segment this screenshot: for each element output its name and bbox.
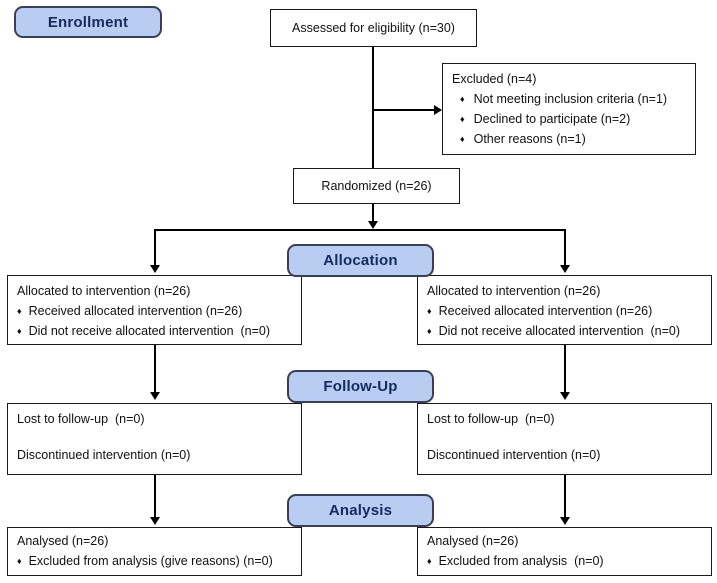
- bullet-text: Did not receive allocated intervention (…: [28, 324, 271, 338]
- bullet-text: Not meeting inclusion criteria (n=1): [473, 92, 668, 106]
- box-text: Discontinued intervention (n=0): [427, 448, 601, 462]
- bullet-text: Other reasons (n=1): [473, 132, 586, 146]
- branch-horizontal: [154, 229, 566, 231]
- connector-alloc-left-to-followup: [154, 345, 156, 393]
- diamond-bullet-icon: ♦: [17, 306, 22, 316]
- diamond-bullet-icon: ♦: [460, 114, 465, 124]
- branch-left-down: [154, 229, 156, 266]
- bullet-text: Did not receive allocated intervention (…: [438, 324, 681, 338]
- box-title: Allocated to intervention (n=26): [17, 284, 191, 298]
- stage-banner-followup: Follow-Up: [287, 370, 434, 403]
- connector-assessed-to-randomized: [372, 47, 374, 168]
- bullet-text: Declined to participate (n=2): [473, 112, 631, 126]
- stage-banner-enrollment: Enrollment: [14, 6, 162, 38]
- bullet-item: ♦ Received allocated intervention (n=26): [427, 301, 702, 321]
- bullet-item: ♦ Excluded from analysis (n=0): [427, 551, 702, 571]
- connector-randomized-down: [372, 203, 374, 222]
- bullet-item: ♦ Not meeting inclusion criteria (n=1): [452, 89, 686, 109]
- box-analysis-right: Analysed (n=26) ♦ Excluded from analysis…: [417, 527, 712, 576]
- diamond-bullet-icon: ♦: [427, 556, 432, 566]
- diamond-bullet-icon: ♦: [427, 326, 432, 336]
- box-title: Excluded (n=4): [452, 72, 537, 86]
- diamond-bullet-icon: ♦: [460, 94, 465, 104]
- box-allocation-left: Allocated to intervention (n=26) ♦ Recei…: [7, 275, 302, 345]
- stage-label: Analysis: [328, 502, 393, 519]
- arrowhead-alloc-left: [150, 265, 160, 273]
- arrowhead-excluded: [434, 105, 442, 115]
- arrowhead-analysis-left: [150, 517, 160, 525]
- bullet-item: ♦ Received allocated intervention (n=26): [17, 301, 292, 321]
- bullet-item: ♦ Did not receive allocated intervention…: [17, 321, 292, 341]
- box-text: Assessed for eligibility (n=30): [292, 21, 455, 35]
- box-text: Discontinued intervention (n=0): [17, 448, 191, 462]
- box-text: Lost to follow-up (n=0): [427, 412, 555, 426]
- bullet-item: ♦ Did not receive allocated intervention…: [427, 321, 702, 341]
- arrowhead-alloc-right: [560, 265, 570, 273]
- connector-followup-right-to-analysis: [564, 475, 566, 518]
- diamond-bullet-icon: ♦: [460, 134, 465, 144]
- diamond-bullet-icon: ♦: [17, 556, 22, 566]
- connector-to-excluded: [373, 109, 434, 111]
- stage-banner-allocation: Allocation: [287, 244, 434, 277]
- arrowhead-followup-left: [150, 392, 160, 400]
- bullet-item: ♦ Declined to participate (n=2): [452, 109, 686, 129]
- connector-alloc-right-to-followup: [564, 345, 566, 393]
- box-text: Lost to follow-up (n=0): [17, 412, 145, 426]
- stage-label: Allocation: [323, 252, 398, 269]
- branch-right-down: [564, 229, 566, 266]
- box-allocation-right: Allocated to intervention (n=26) ♦ Recei…: [417, 275, 712, 345]
- stage-label: Follow-Up: [323, 378, 398, 395]
- bullet-text: Received allocated intervention (n=26): [438, 304, 653, 318]
- arrowhead-randomized: [368, 221, 378, 229]
- connector-followup-left-to-analysis: [154, 475, 156, 518]
- box-title: Analysed (n=26): [427, 534, 519, 548]
- box-assessed: Assessed for eligibility (n=30): [270, 9, 477, 47]
- box-followup-left: Lost to follow-up (n=0) Discontinued int…: [7, 403, 302, 475]
- stage-banner-analysis: Analysis: [287, 494, 434, 527]
- bullet-item: ♦ Excluded from analysis (give reasons) …: [17, 551, 292, 571]
- box-title: Allocated to intervention (n=26): [427, 284, 601, 298]
- bullet-text: Excluded from analysis (n=0): [438, 554, 604, 568]
- stage-label: Enrollment: [47, 13, 129, 31]
- box-randomized: Randomized (n=26): [293, 168, 460, 204]
- bullet-text: Received allocated intervention (n=26): [28, 304, 243, 318]
- box-analysis-left: Analysed (n=26) ♦ Excluded from analysis…: [7, 527, 302, 576]
- box-excluded: Excluded (n=4) ♦ Not meeting inclusion c…: [442, 63, 696, 155]
- bullet-item: ♦ Other reasons (n=1): [452, 129, 686, 149]
- box-title: Analysed (n=26): [17, 534, 109, 548]
- diamond-bullet-icon: ♦: [427, 306, 432, 316]
- box-followup-right: Lost to follow-up (n=0) Discontinued int…: [417, 403, 712, 475]
- bullet-text: Excluded from analysis (give reasons) (n…: [28, 554, 273, 568]
- arrowhead-followup-right: [560, 392, 570, 400]
- diamond-bullet-icon: ♦: [17, 326, 22, 336]
- arrowhead-analysis-right: [560, 517, 570, 525]
- box-text: Randomized (n=26): [321, 179, 432, 193]
